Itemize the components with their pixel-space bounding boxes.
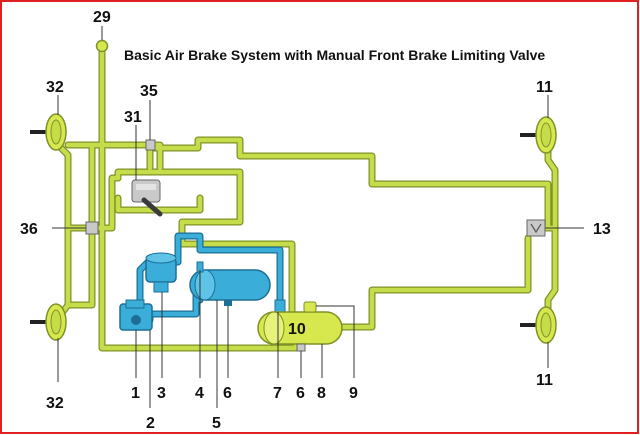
air-lines	[54, 43, 559, 352]
label-32-top: 32	[46, 79, 64, 96]
label-35: 35	[140, 83, 158, 100]
label-7: 7	[273, 385, 282, 402]
label-9: 9	[349, 385, 358, 402]
compressor-1	[119, 299, 153, 331]
drain-valve-6	[296, 343, 306, 352]
label-5: 5	[212, 415, 221, 432]
gauge-29	[95, 39, 109, 53]
label-13: 13	[593, 221, 611, 238]
pressure-protection-valve-9	[303, 301, 317, 313]
label-3: 3	[157, 385, 166, 402]
label-32-bottom: 32	[46, 395, 64, 412]
label-1: 1	[131, 385, 140, 402]
brake-chamber-front-left-top	[30, 113, 67, 151]
diagram-title: Basic Air Brake System with Manual Front…	[124, 47, 545, 63]
label-36: 36	[20, 221, 38, 238]
label-29: 29	[93, 9, 111, 26]
part-number-labels: 29 32 32 11 11 13 36 35 31 1 2 3 4 5 6 7…	[20, 9, 611, 432]
label-11-top: 11	[536, 79, 553, 96]
label-31: 31	[124, 109, 142, 126]
limiting-valve-36	[85, 221, 99, 235]
brake-chamber-rear-top	[520, 116, 557, 154]
brake-valve-31	[131, 179, 163, 217]
label-6-right: 6	[296, 385, 305, 402]
leader-lines	[52, 26, 584, 408]
air-dryer-3	[145, 252, 177, 293]
label-4: 4	[195, 385, 204, 402]
stop-light-switch-35	[145, 139, 156, 151]
label-8: 8	[317, 385, 326, 402]
label-6-left: 6	[223, 385, 232, 402]
check-valve-7	[274, 299, 286, 313]
label-11-bottom: 11	[536, 372, 553, 389]
brake-chamber-front-left-bottom	[30, 303, 67, 341]
label-2: 2	[146, 415, 155, 432]
service-tank-10: 10	[257, 311, 343, 345]
brake-chamber-rear-bottom	[520, 306, 557, 344]
relay-valve-13	[526, 219, 546, 237]
tank-label-10: 10	[288, 321, 306, 338]
